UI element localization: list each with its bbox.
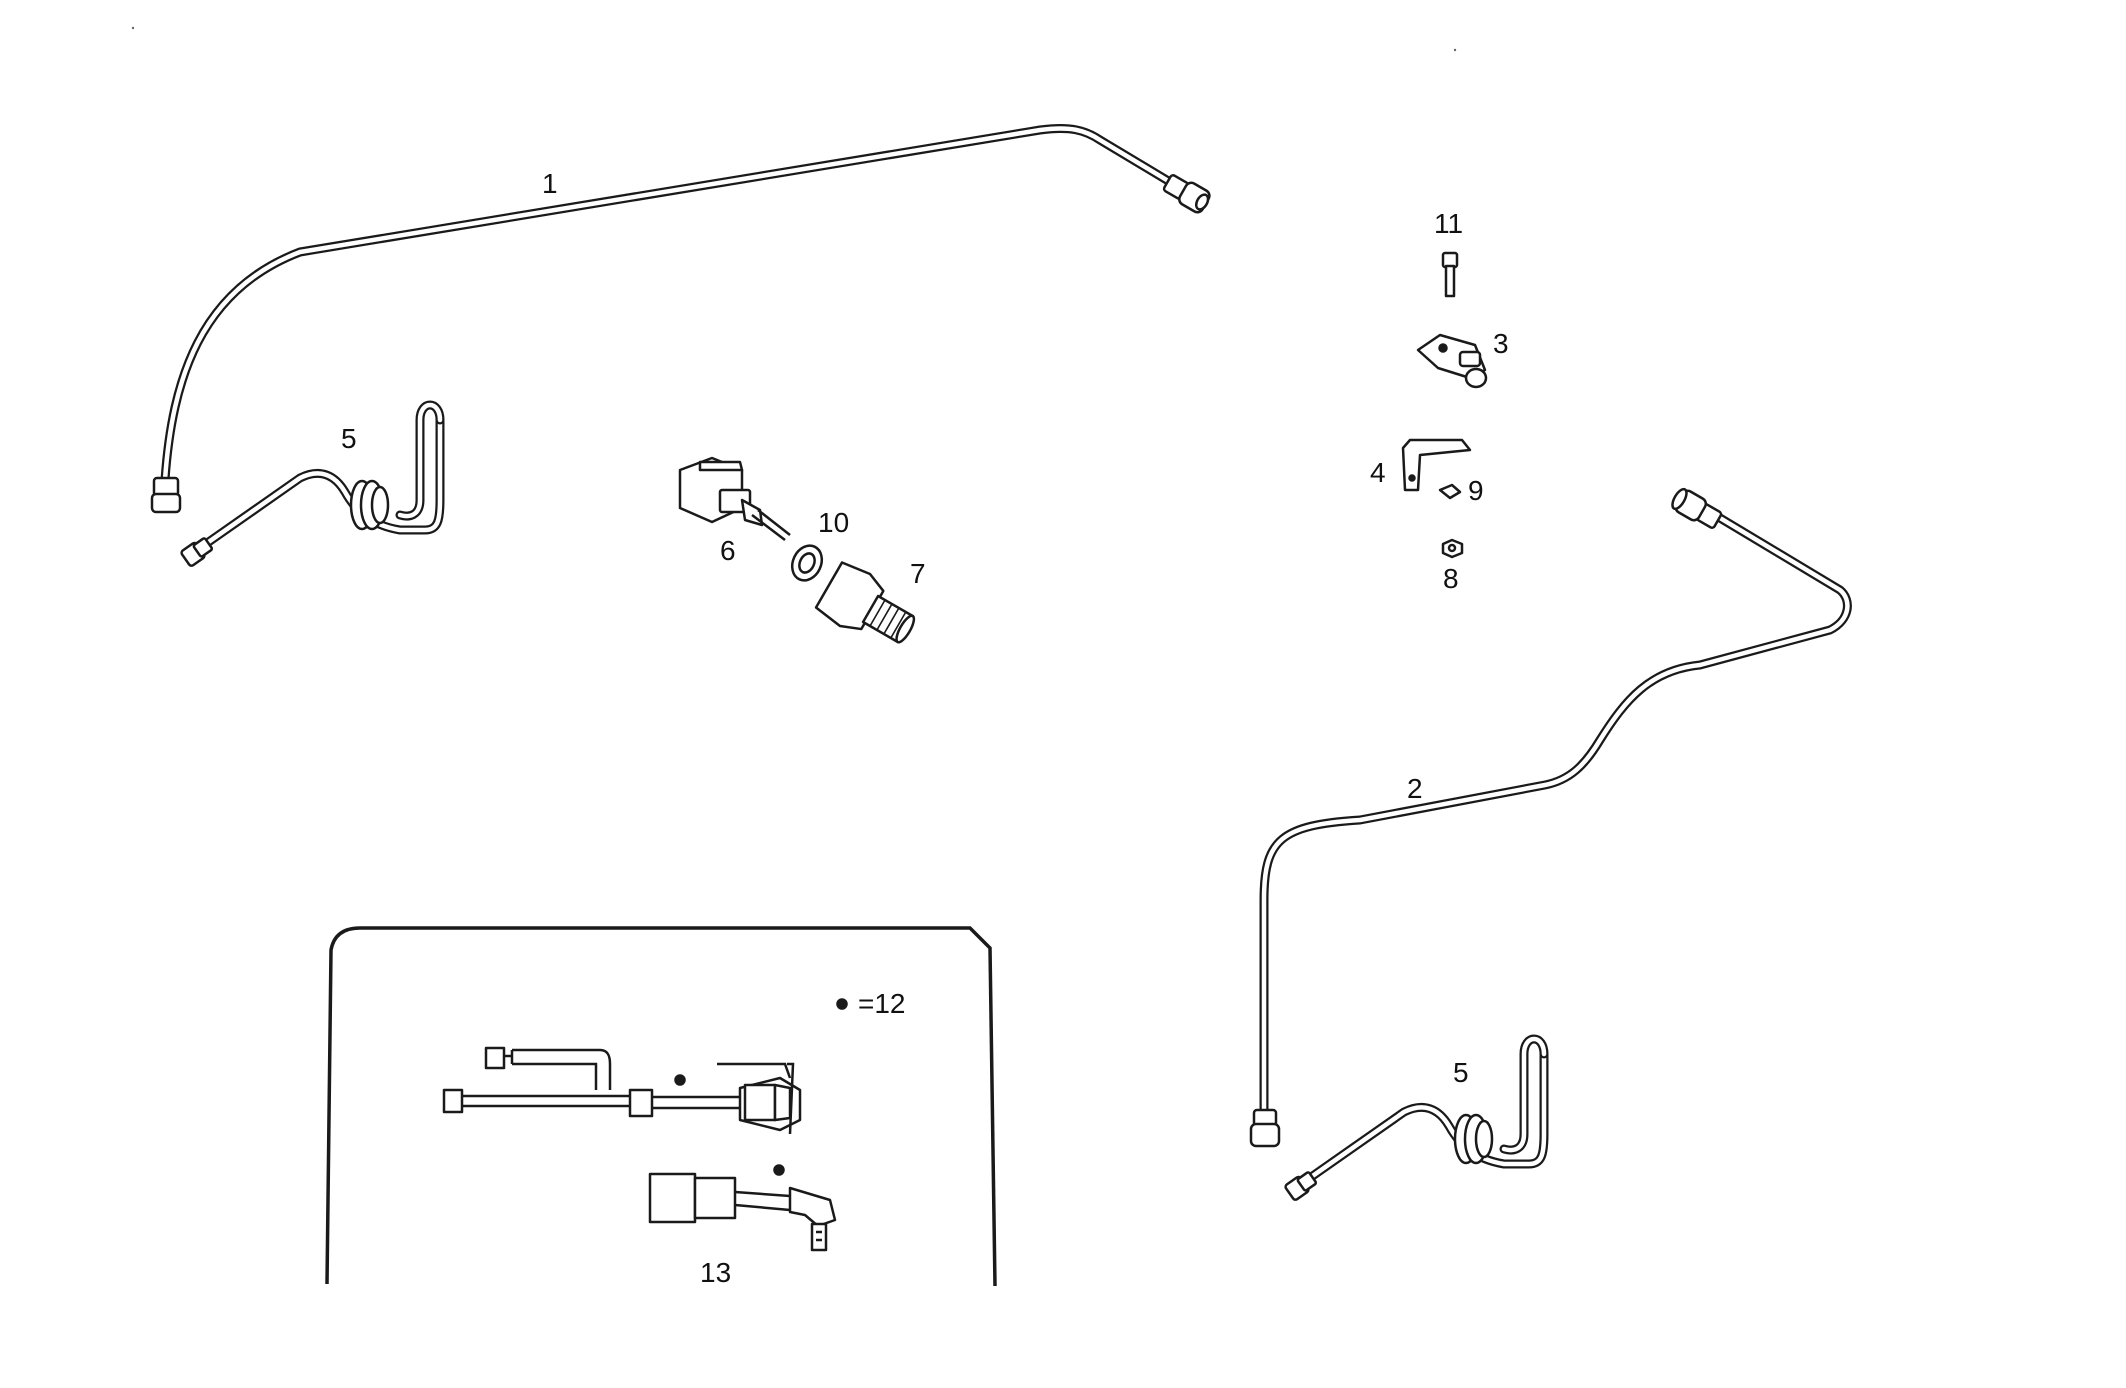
callout-11: 11	[1434, 208, 1463, 239]
hose-5-left	[180, 400, 445, 567]
callout-6: 6	[720, 535, 736, 566]
legend-dot-icon	[836, 998, 848, 1010]
callout-5a: 5	[341, 423, 357, 454]
pipe-2-bottom-fitting	[1249, 1108, 1281, 1148]
hose-5-left-grommet	[349, 479, 390, 531]
callout-9: 9	[1468, 475, 1484, 506]
seal-10	[790, 544, 824, 582]
callout-10: 10	[818, 507, 849, 538]
sensor-6	[678, 456, 791, 541]
callout-4: 4	[1370, 457, 1386, 488]
callout-8: 8	[1443, 563, 1459, 594]
pipe-2	[1249, 487, 1852, 1148]
callout-3: 3	[1493, 328, 1509, 359]
washer-9	[1438, 483, 1462, 500]
bolt-11	[1441, 251, 1459, 298]
hose-5-left-end-fitting	[180, 537, 214, 567]
fitting-3	[1416, 333, 1488, 389]
pipe-2-top-fitting	[1671, 487, 1723, 529]
harness-13	[648, 1164, 837, 1252]
legend-text: =12	[858, 988, 906, 1019]
bracket-4	[1401, 438, 1472, 492]
pipe-1-left-fitting	[150, 476, 182, 514]
adapter-7	[814, 561, 916, 644]
callout-13: 13	[700, 1257, 731, 1288]
hose-5-right-grommet	[1453, 1113, 1494, 1165]
nut-8	[1441, 538, 1464, 559]
callout-2: 2	[1407, 773, 1423, 804]
callout-5b: 5	[1453, 1057, 1469, 1088]
hose-5-right	[1284, 1034, 1549, 1201]
pipe-1	[150, 123, 1211, 514]
callout-7: 7	[910, 558, 926, 589]
pipe-1-right-fitting	[1162, 174, 1211, 214]
callout-1: 1	[542, 168, 558, 199]
inset-panel: =12 13	[325, 926, 997, 1288]
harness-12	[442, 1046, 802, 1135]
hose-5-right-end-fitting	[1284, 1171, 1318, 1201]
